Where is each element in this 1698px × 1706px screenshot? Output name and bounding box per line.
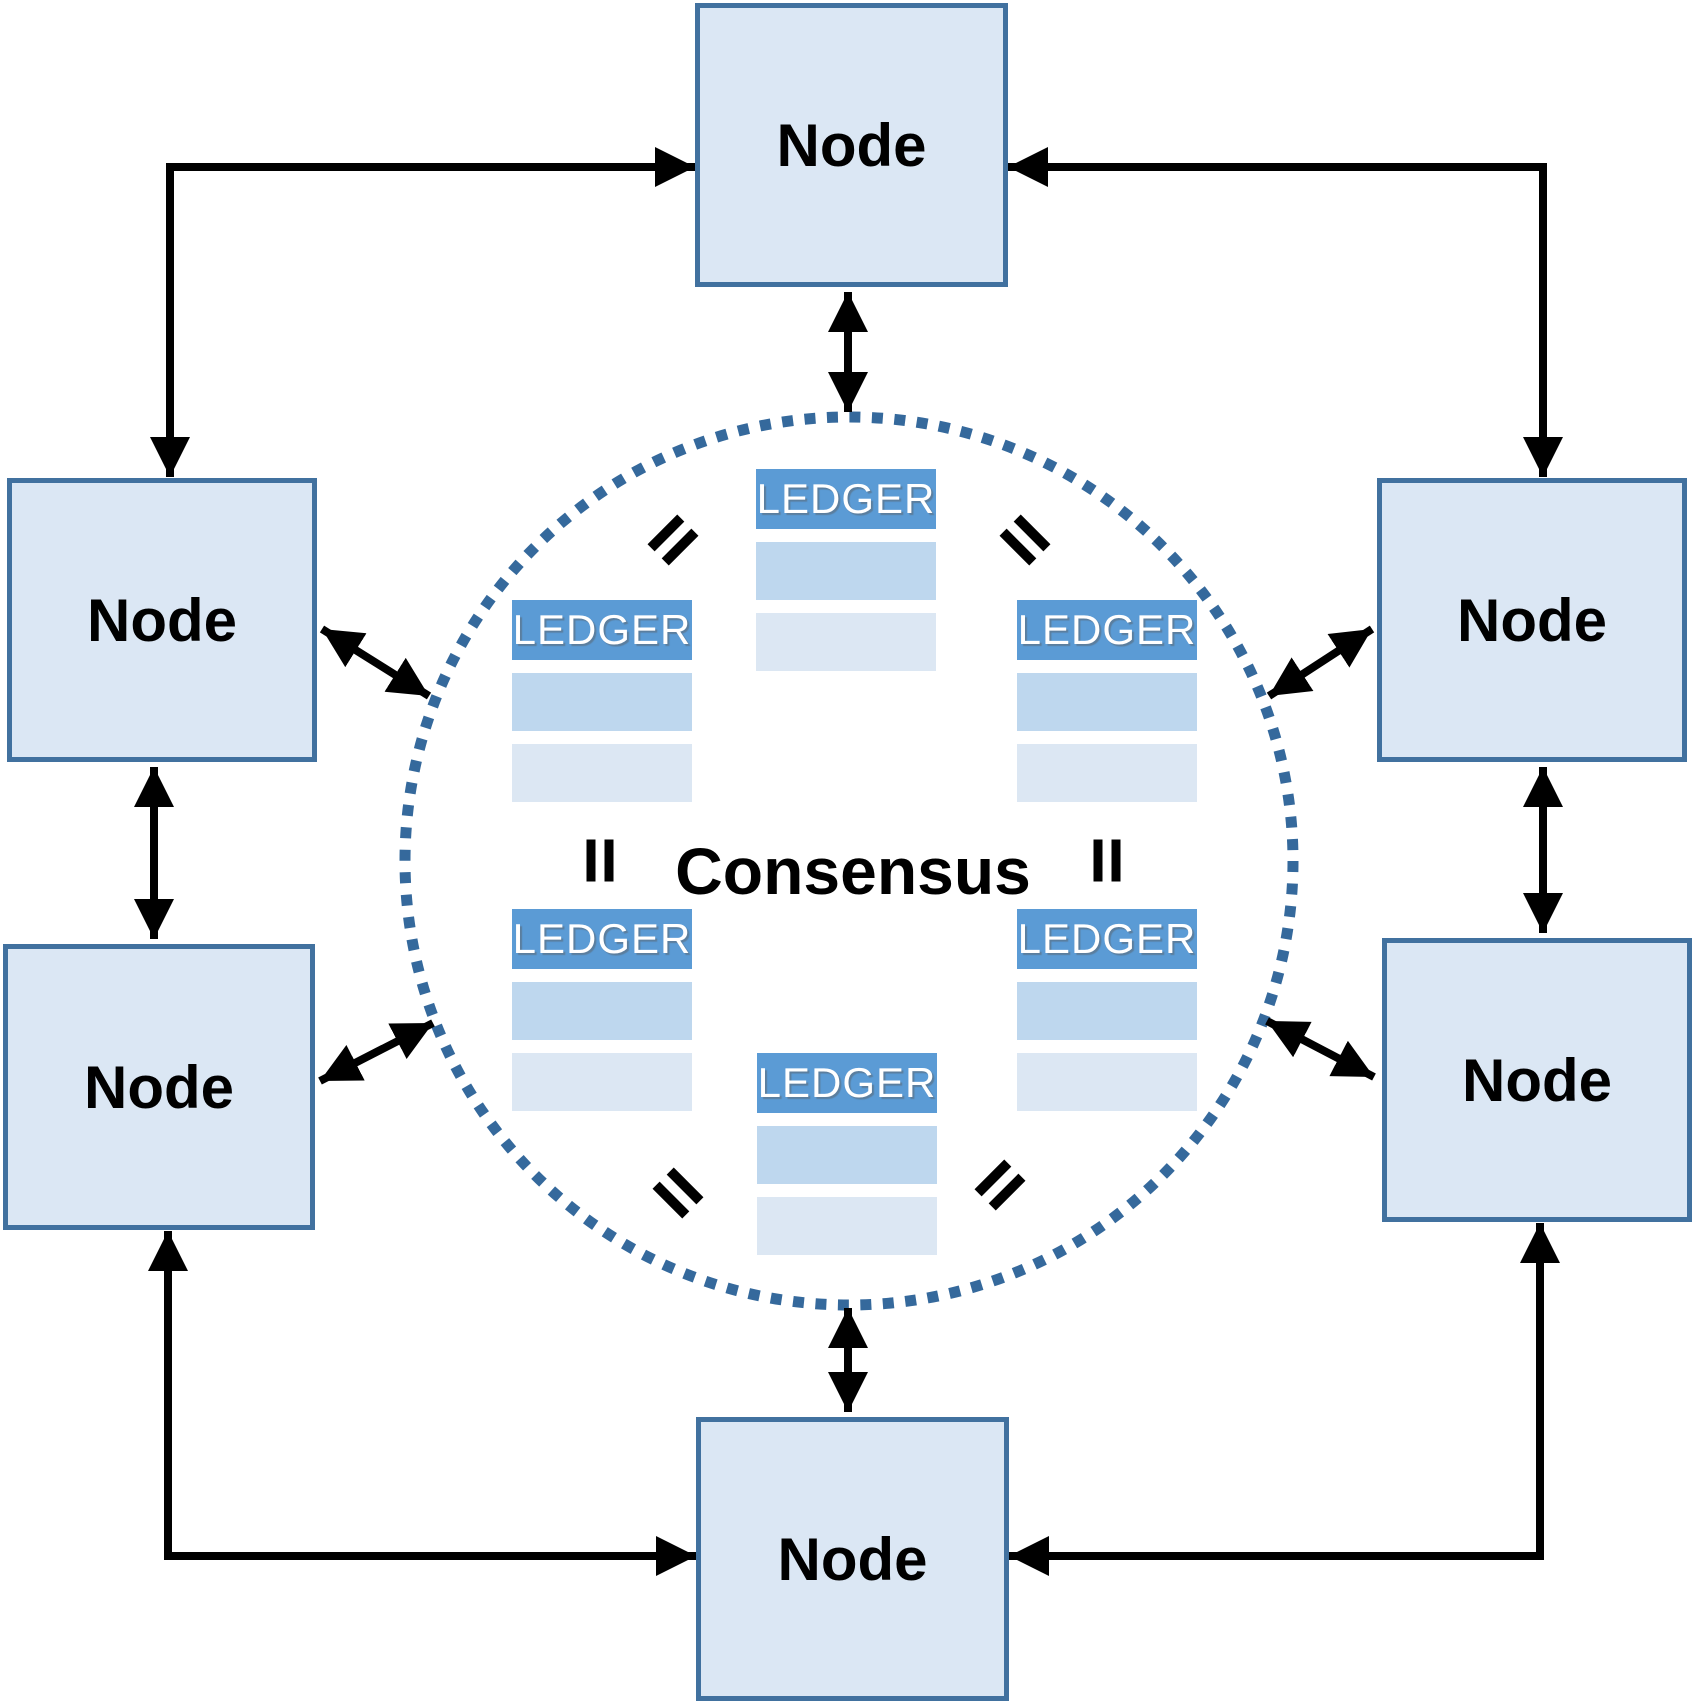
double-arrow-lower-left-node-circle (318, 1019, 435, 1085)
consensus-boundary-dotted-circle (399, 411, 1299, 1311)
ledger-table-lower-left: LEDGER (512, 909, 692, 1111)
ledger-header: LEDGER (512, 909, 692, 969)
ledger-row (1017, 673, 1197, 731)
ledger-row (1017, 982, 1197, 1040)
ledger-table-upper-right: LEDGER (1017, 600, 1197, 802)
ledger-row (512, 982, 692, 1040)
ledger-header: LEDGER (1017, 909, 1197, 969)
equals-mark-icon (586, 839, 614, 882)
ledger-table-lower-right: LEDGER (1017, 909, 1197, 1111)
node-label: Node (1462, 1046, 1612, 1114)
ledger-row (512, 673, 692, 731)
node-label: Node (777, 1525, 928, 1593)
ledger-header: LEDGER (756, 469, 936, 529)
equals-bar (604, 839, 614, 882)
ledger-table-upper-left: LEDGER (512, 600, 692, 802)
ledger-row (512, 744, 692, 802)
ledger-row (512, 1053, 692, 1111)
node-box-bottom: Node (696, 1417, 1009, 1701)
ledger-row (1017, 744, 1197, 802)
ledger-row (756, 542, 936, 600)
node-label: Node (84, 1053, 234, 1121)
ledger-header: LEDGER (1017, 600, 1197, 660)
node-label: Node (1457, 586, 1607, 654)
node-box-upper-right: Node (1377, 478, 1687, 762)
ledger-header: LEDGER (757, 1053, 937, 1113)
double-arrow-lower-right-node-circle (1265, 1017, 1376, 1081)
equals-bar (1093, 839, 1103, 882)
double-arrow-upper-left-node-circle (319, 625, 432, 700)
ledger-row (1017, 1053, 1197, 1111)
node-label: Node (776, 111, 927, 179)
node-box-upper-left: Node (7, 478, 317, 762)
ledger-table-bottom: LEDGER (757, 1053, 937, 1255)
equals-mark-icon (1093, 839, 1121, 882)
ledger-table-top: LEDGER (756, 469, 936, 671)
elbow-arrow-top-to-upper-left (150, 147, 695, 477)
consensus-title: Consensus (675, 834, 1031, 908)
ledger-row (756, 613, 936, 671)
elbow-arrow-bottom-to-lower-right (1009, 1223, 1560, 1576)
elbow-arrow-top-to-upper-right (1008, 147, 1563, 477)
ledger-header: LEDGER (512, 600, 692, 660)
node-box-top: Node (695, 3, 1008, 287)
ledger-row (757, 1197, 937, 1255)
node-box-lower-right: Node (1382, 938, 1692, 1222)
equals-bar (586, 839, 596, 882)
ledger-row (757, 1126, 937, 1184)
node-box-lower-left: Node (3, 944, 315, 1230)
node-label: Node (87, 586, 237, 654)
elbow-arrow-bottom-to-lower-left (148, 1231, 696, 1576)
double-arrow-upper-right-node-circle (1266, 625, 1375, 700)
equals-bar (1111, 839, 1121, 882)
